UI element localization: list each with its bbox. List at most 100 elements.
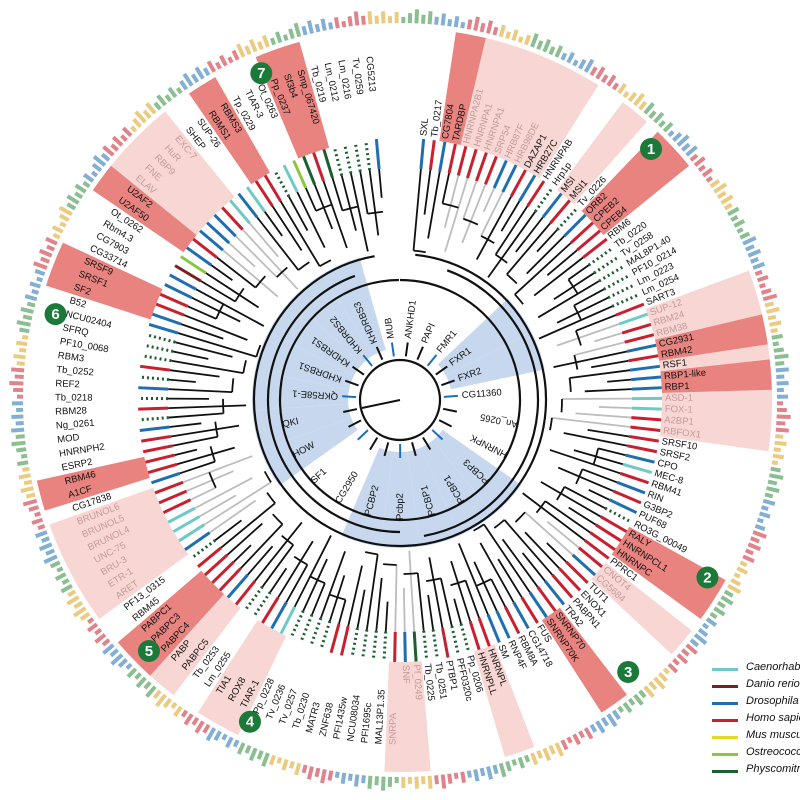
tip-bar <box>503 606 521 635</box>
logo-tick <box>560 739 569 751</box>
highlight-wedge <box>138 586 225 676</box>
motif-branch <box>431 429 444 441</box>
logo-tick <box>685 145 698 157</box>
tip-bar <box>340 625 350 656</box>
highlight-wedge <box>589 142 680 227</box>
tree-branch <box>342 205 359 212</box>
logo-tick <box>578 58 587 70</box>
tip-bar <box>199 229 224 252</box>
tree-branch <box>506 222 551 275</box>
logo-tick <box>155 693 167 708</box>
tip-bar <box>428 140 436 171</box>
logo-tick <box>120 134 128 142</box>
tree-branch <box>497 558 523 598</box>
tip-bar <box>350 627 359 658</box>
logo-tick <box>11 414 24 419</box>
logo-tick <box>72 606 87 618</box>
motif-branch <box>383 442 390 457</box>
highlight-wedge <box>501 56 559 163</box>
tree-branch <box>368 169 380 236</box>
logo-tick <box>274 31 283 44</box>
logo-tick <box>776 381 789 386</box>
tip-bar <box>151 312 182 326</box>
logo-tick <box>101 638 111 647</box>
tip-bar <box>299 614 314 643</box>
logo-tick <box>595 720 606 734</box>
highlight-wedge <box>153 111 235 205</box>
tip-bar <box>447 143 457 174</box>
logo-tick <box>754 523 766 532</box>
logo-tick <box>775 427 789 433</box>
tip-bar <box>608 498 638 515</box>
tree-branch <box>443 175 460 228</box>
tree-branch <box>359 171 369 214</box>
tree-branch <box>214 519 243 541</box>
logo-tick <box>281 758 289 771</box>
logo-tick <box>248 38 258 53</box>
tip-bar <box>624 333 655 344</box>
gene-label: Tb_0251 <box>432 661 448 700</box>
logo-tick <box>460 21 466 29</box>
logo-tick <box>736 566 749 575</box>
tip-bar <box>141 354 172 363</box>
logo-tick <box>633 693 644 706</box>
logo-tick <box>102 145 115 157</box>
logo-tick <box>225 736 234 749</box>
highlight-wedge <box>473 647 521 757</box>
logo-tick <box>727 583 742 595</box>
highlight-wedge <box>481 46 531 155</box>
tree-branch <box>574 341 625 357</box>
logo-tick <box>739 231 751 240</box>
logo-tick <box>59 221 67 228</box>
tip-bar <box>477 617 491 647</box>
gene-label: RBM42 <box>660 344 693 360</box>
highlight-wedge <box>617 536 718 607</box>
logo-tick <box>730 215 739 222</box>
tree-branch <box>198 494 237 518</box>
tip-bar <box>571 553 597 577</box>
logo-tick <box>24 294 38 302</box>
tip-bar <box>556 206 579 231</box>
highlight-wedge <box>120 142 211 227</box>
tip-bar <box>621 322 652 335</box>
legend-label: Homo sapiens <box>746 712 800 724</box>
gene-label: Tb_0252 <box>56 364 94 378</box>
logo-tick <box>589 66 598 77</box>
tip-bar <box>169 273 197 291</box>
logo-tick <box>716 600 726 609</box>
motif-band <box>252 403 352 450</box>
logo-tick <box>215 61 222 70</box>
highlight-wedge <box>598 562 692 643</box>
logo-tick <box>611 82 620 91</box>
logo-tick <box>213 730 222 742</box>
tip-bar <box>343 143 353 174</box>
logo-tick <box>167 86 178 99</box>
tree-branches <box>167 168 633 632</box>
logo-tick <box>121 126 133 138</box>
tree-branch <box>567 264 590 281</box>
logo-tick <box>466 19 473 30</box>
tip-bar <box>589 531 616 551</box>
clade-number: 6 <box>51 306 59 323</box>
tree-branch <box>347 565 363 627</box>
logo-tick <box>453 15 460 28</box>
tree-branch <box>364 551 378 556</box>
highlight-wedge <box>611 545 710 620</box>
logo-tick <box>236 742 246 755</box>
tip-bar <box>618 312 649 326</box>
logo-tick <box>733 219 746 228</box>
logo-tick <box>20 453 28 459</box>
logo-tick <box>723 589 734 598</box>
tip-bar <box>138 375 170 382</box>
logo-tick <box>773 347 784 353</box>
gene-label: FOX-1 <box>665 404 693 416</box>
logo-tick <box>314 23 321 33</box>
logo-tick <box>760 505 769 511</box>
logo-tick <box>16 460 29 467</box>
tip-bar <box>148 322 179 335</box>
tree-branch <box>573 305 582 321</box>
logo-tick <box>183 713 194 726</box>
logo-tick <box>162 697 173 709</box>
tree-branch <box>573 354 579 370</box>
highlight-wedge <box>484 644 535 753</box>
